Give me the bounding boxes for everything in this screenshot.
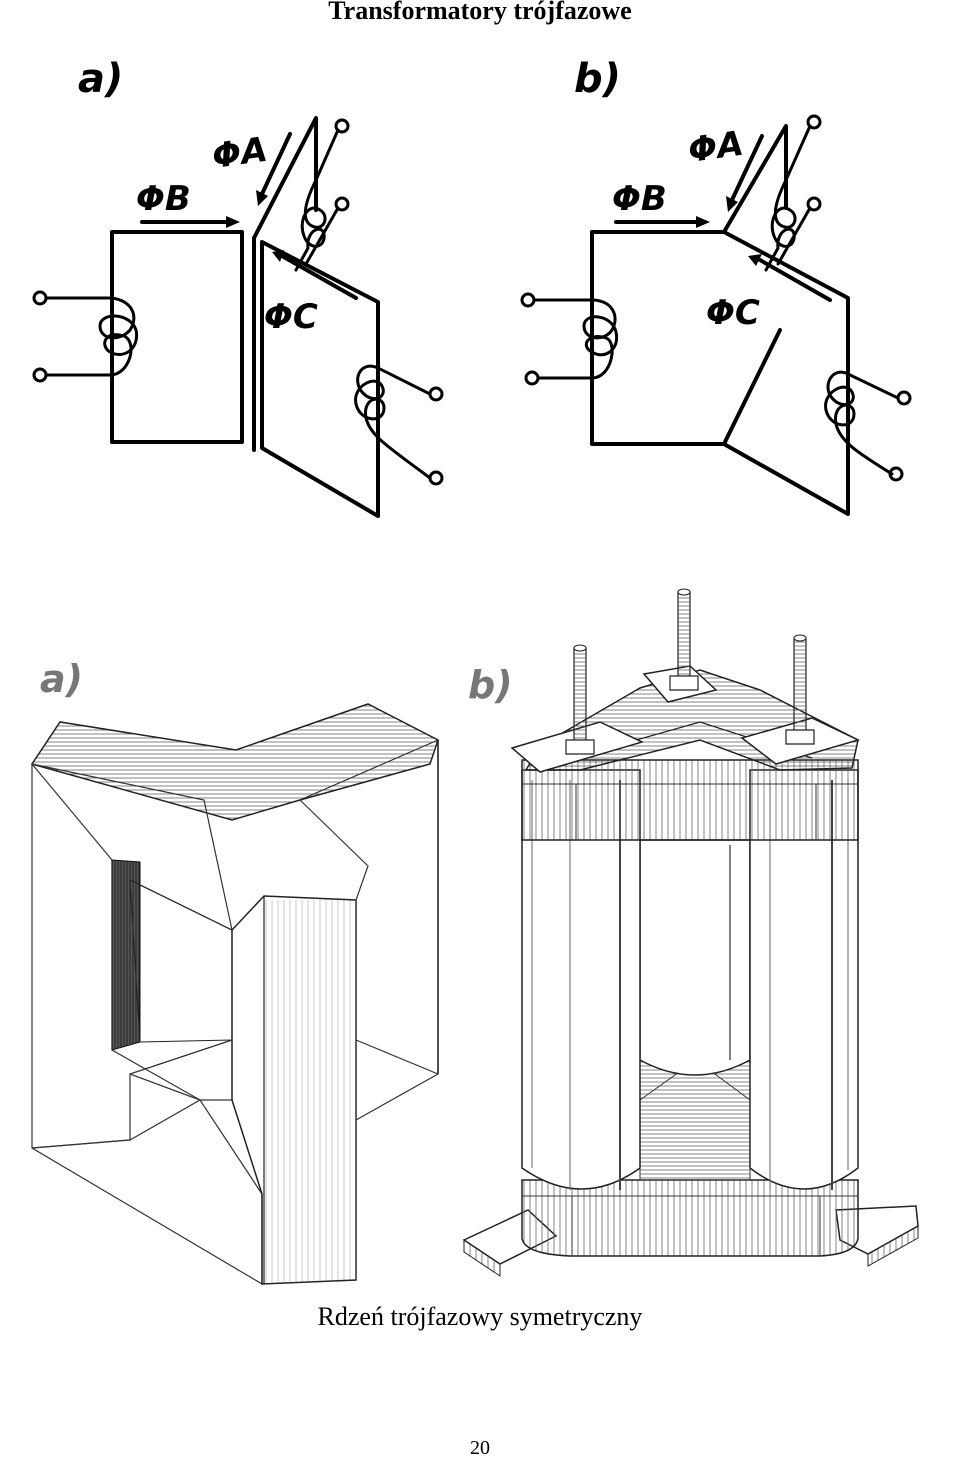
core-panel-b: b) (462, 588, 919, 1277)
flux-schematic-figure: a) (32, 56, 912, 518)
bolt-center (669, 588, 699, 691)
schematic-panel-a: a) (32, 56, 444, 518)
core-perspective-figure: a) b) (30, 588, 919, 1286)
bolt-right (785, 634, 815, 745)
flux-label-phi-b: ΦB (136, 179, 191, 219)
figure-caption: Rdzeń trójfazowy symetryczny (317, 1302, 643, 1331)
flux-label-phi-c: ΦC (264, 297, 318, 337)
winding-coil-top (294, 118, 350, 272)
core-panel-a: a) (30, 657, 439, 1286)
panel-a-label: a) (78, 56, 123, 102)
flux-label-phi-c-b: ΦC (706, 293, 760, 333)
winding-coil-top-b (764, 114, 822, 272)
schematic-panel-b: b) (520, 56, 912, 516)
flux-label-phi-a-b: ΦA (686, 124, 746, 171)
winding-coil-left-b (520, 292, 619, 386)
core-panel-b-label: b) (468, 663, 513, 707)
core-panel-a-label: a) (40, 657, 83, 701)
winding-coil-right (354, 364, 444, 486)
page-number: 20 (470, 1437, 490, 1459)
winding-coil-left (32, 290, 139, 383)
page-title: Transformatory trójfazowe (328, 0, 632, 25)
winding-coil-right-b (824, 370, 912, 482)
bolt-left (565, 644, 595, 755)
flux-label-phi-a: ΦA (210, 130, 270, 177)
flux-label-phi-b-b: ΦB (612, 179, 667, 219)
panel-b-label: b) (574, 56, 621, 102)
